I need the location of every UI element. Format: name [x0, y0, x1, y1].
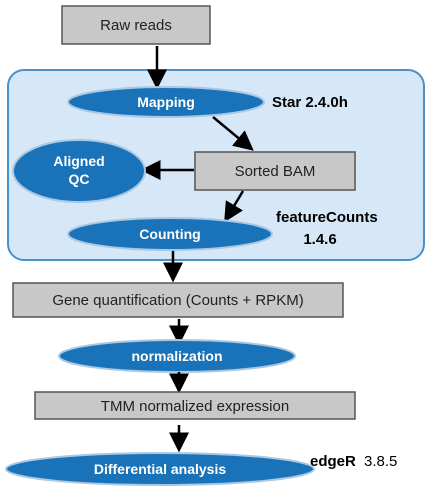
- sorted-bam-label: Sorted BAM: [235, 163, 316, 180]
- featurecounts-version-label: 1.4.6: [303, 231, 336, 248]
- edger-version: 3.8.5: [364, 453, 397, 470]
- arrow-mapping-to-bam: [212, 116, 254, 151]
- differential-ellipse: [5, 452, 315, 486]
- raw-reads-label: Raw reads: [100, 17, 172, 34]
- sorted-bam-box: [194, 151, 356, 191]
- edger-name: edgeR: [310, 453, 356, 470]
- aligned-qc-label-line2: QC: [69, 171, 90, 187]
- edger-tool-label: edgeR 3.8.5: [310, 453, 397, 470]
- aligned-qc-label-line1: Aligned: [53, 153, 104, 169]
- featurecounts-tool-label: featureCounts: [276, 209, 378, 226]
- aligned-qc-ellipse: [12, 139, 146, 203]
- gene-quant-label: Gene quantification (Counts + RPKM): [52, 292, 303, 309]
- normalization-label: normalization: [131, 348, 222, 364]
- differential-label: Differential analysis: [94, 461, 226, 477]
- star-tool-label: Star 2.4.0h: [272, 94, 348, 111]
- counting-ellipse: [67, 217, 273, 251]
- tmm-box: [34, 391, 356, 420]
- arrow-bam-to-counting: [224, 190, 245, 223]
- mapping-label: Mapping: [137, 94, 195, 110]
- tmm-label: TMM normalized expression: [101, 398, 289, 415]
- counting-label: Counting: [139, 226, 200, 242]
- gene-quant-box: [12, 282, 344, 318]
- normalization-ellipse: [58, 339, 296, 373]
- raw-reads-box: [61, 5, 211, 45]
- mapping-ellipse: [67, 86, 265, 118]
